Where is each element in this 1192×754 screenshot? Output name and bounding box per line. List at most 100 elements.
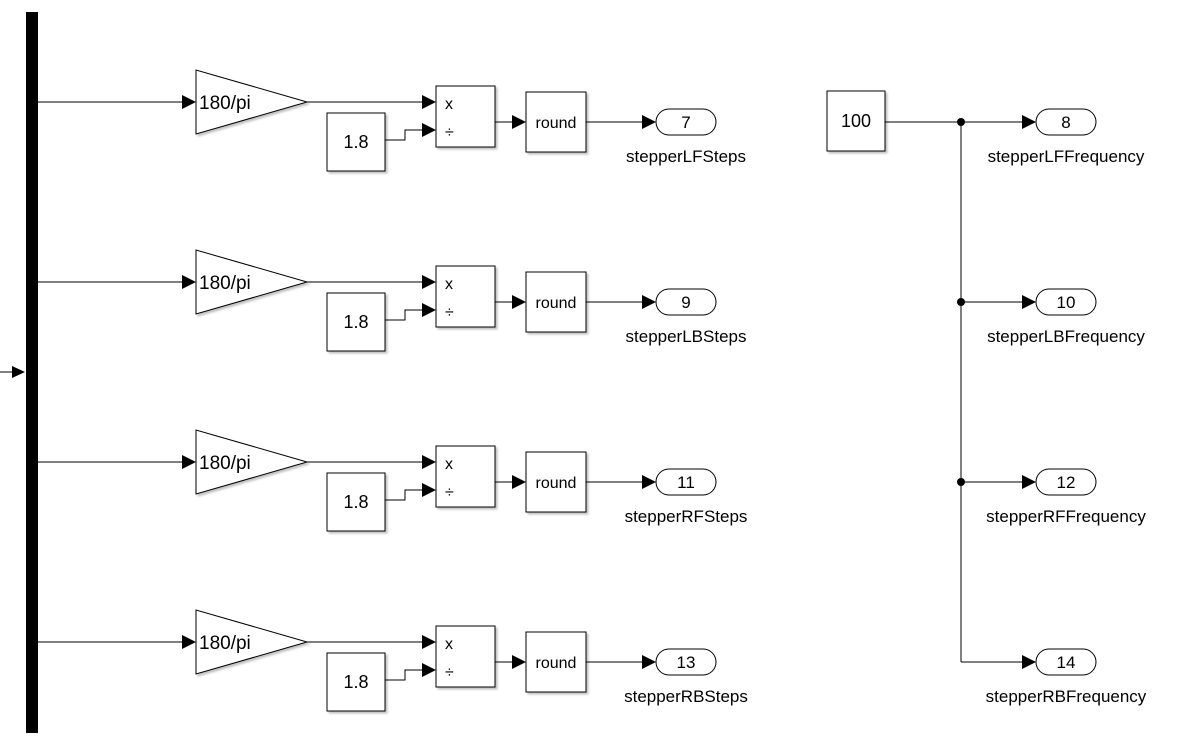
signal-arrow	[512, 655, 526, 669]
product-divide-sign: ÷	[445, 664, 454, 681]
outport-block[interactable]: 14	[1035, 648, 1097, 676]
outport-number: 14	[1057, 653, 1076, 672]
product-block[interactable]: x÷	[435, 265, 496, 328]
constant-value: 1.8	[343, 132, 368, 152]
signal-arrow	[422, 635, 436, 649]
signal-arrow	[642, 115, 656, 129]
round-block[interactable]: round	[525, 451, 587, 513]
signal-line	[385, 129, 422, 141]
signal-arrow	[512, 295, 526, 309]
signal-arrow	[182, 455, 196, 469]
constant-block[interactable]: 1.8	[326, 292, 386, 352]
gain-label: 180/pi	[199, 453, 251, 474]
signal-arrow	[422, 663, 436, 677]
outport-block[interactable]: 10	[1035, 288, 1097, 316]
signal-arrow	[1022, 655, 1036, 669]
outport-block[interactable]: 12	[1035, 468, 1097, 496]
round-label: round	[536, 475, 577, 492]
product-block[interactable]: x÷	[435, 85, 496, 148]
frequency-constant-value: 100	[841, 111, 871, 131]
outport-shape	[1035, 468, 1097, 496]
outport-number: 7	[681, 113, 690, 132]
constant-shape	[326, 472, 386, 532]
signal-arrow	[512, 115, 526, 129]
product-shape	[435, 85, 496, 148]
gain-label: 180/pi	[199, 273, 251, 294]
round-block[interactable]: round	[525, 91, 587, 153]
outport-block[interactable]: 13	[655, 648, 717, 676]
outport-number: 13	[677, 653, 696, 672]
gain-block[interactable]: 180/pi	[195, 249, 309, 315]
signal-arrow	[422, 123, 436, 137]
product-divide-sign: ÷	[445, 124, 454, 141]
outport-block[interactable]: 7	[655, 108, 717, 136]
product-multiply-sign: x	[445, 96, 453, 113]
outport-block[interactable]: 9	[655, 288, 717, 316]
outport-block[interactable]: 8	[1035, 108, 1097, 136]
round-block[interactable]: round	[525, 271, 587, 333]
demux-bar[interactable]	[26, 12, 38, 733]
signal-arrow	[512, 475, 526, 489]
product-multiply-sign: x	[445, 276, 453, 293]
product-multiply-sign: x	[445, 456, 453, 473]
constant-block[interactable]: 1.8	[326, 652, 386, 712]
product-shape	[435, 445, 496, 508]
gain-block[interactable]: 180/pi	[195, 609, 309, 675]
product-block[interactable]: x÷	[435, 445, 496, 508]
signal-line	[385, 669, 422, 681]
gain-shape	[195, 609, 309, 675]
constant-shape	[326, 652, 386, 712]
signal-arrow	[422, 95, 436, 109]
outport-number: 9	[681, 293, 690, 312]
constant-block[interactable]: 1.8	[326, 112, 386, 172]
frequency-constant-block[interactable]: 100	[826, 90, 886, 152]
product-block[interactable]: x÷	[435, 625, 496, 688]
outport-block[interactable]: 11	[655, 468, 717, 496]
signal-line	[385, 309, 422, 321]
outport-name-label: stepperLBFrequency	[987, 327, 1145, 346]
outport-name-label: stepperRFSteps	[625, 507, 748, 526]
signal-arrow	[642, 475, 656, 489]
outport-name-label: stepperLBSteps	[626, 327, 747, 346]
frequency-constant-shape	[826, 90, 886, 152]
constant-value: 1.8	[343, 492, 368, 512]
outport-number: 12	[1057, 473, 1076, 492]
outport-number: 8	[1061, 113, 1070, 132]
gain-block[interactable]: 180/pi	[195, 69, 309, 135]
signal-line	[385, 489, 422, 501]
product-divide-sign: ÷	[445, 484, 454, 501]
signal-arrow	[642, 295, 656, 309]
round-block[interactable]: round	[525, 631, 587, 693]
gain-shape	[195, 69, 309, 135]
product-shape	[435, 625, 496, 688]
outport-shape	[1035, 288, 1097, 316]
gain-shape	[195, 249, 309, 315]
signal-arrow	[182, 95, 196, 109]
gain-block[interactable]: 180/pi	[195, 429, 309, 495]
outport-number: 10	[1057, 293, 1076, 312]
gain-label: 180/pi	[199, 93, 251, 114]
product-shape	[435, 265, 496, 328]
outport-shape	[655, 648, 717, 676]
constant-block[interactable]: 1.8	[326, 472, 386, 532]
signal-arrow	[182, 275, 196, 289]
gain-shape	[195, 429, 309, 495]
constant-shape	[326, 292, 386, 352]
constant-shape	[326, 112, 386, 172]
outport-shape	[1035, 648, 1097, 676]
outport-name-label: stepperRBFrequency	[986, 687, 1147, 706]
outport-shape	[655, 468, 717, 496]
product-divide-sign: ÷	[445, 304, 454, 321]
signal-arrow	[642, 655, 656, 669]
round-shape	[525, 271, 587, 333]
round-label: round	[536, 295, 577, 312]
signal-arrow	[422, 455, 436, 469]
signal-arrow	[1022, 475, 1036, 489]
outport-shape	[655, 108, 717, 136]
signal-arrow	[1022, 115, 1036, 129]
constant-value: 1.8	[343, 312, 368, 332]
